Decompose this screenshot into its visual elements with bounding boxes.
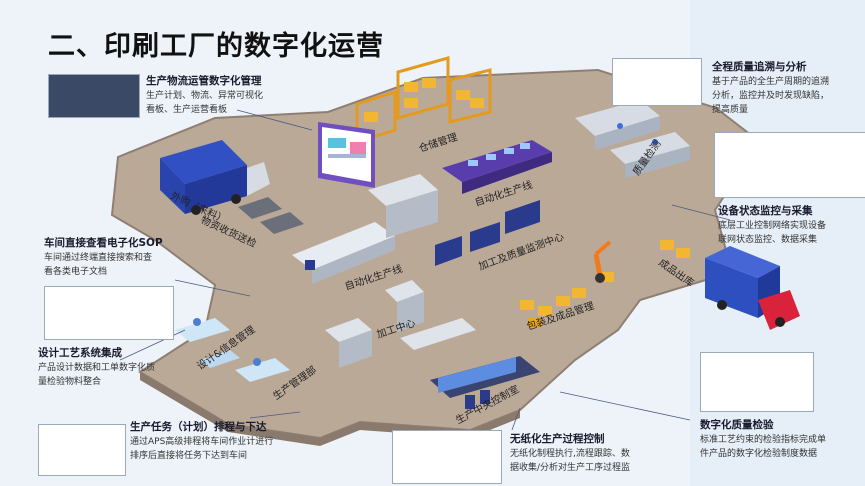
annotation-quality-trace-line-3: 提高质量 <box>712 105 749 115</box>
annotation-sop-line-1: 车间通过终端直接搜索和查 <box>44 253 153 263</box>
page-title: 二、印刷工厂的数字化运营 <box>48 31 384 62</box>
annotation-sop: 车间直接查看电子化SOP 车间通过终端直接搜索和查 看各类电子文档 <box>44 236 184 279</box>
thumbnail-sop-docs <box>44 286 174 340</box>
thumbnail-digital-qc <box>700 352 814 412</box>
annotation-digital-qc-line-2: 件产品的数字化检验制度数据 <box>700 449 818 459</box>
annotation-paperless-line-1: 无纸化制程执行,流程跟踪、数 <box>510 449 630 459</box>
annotation-quality-trace-title: 全程质量追溯与分析 <box>712 61 807 73</box>
annotation-logistics-line-2: 看板、生产运营看板 <box>146 105 228 115</box>
monitor-center <box>435 200 540 266</box>
thumbnail-quality-chart <box>612 58 702 106</box>
annotation-device-line-1: 底层工业控制网络实现设备 <box>718 221 827 231</box>
auto-line-upper <box>442 140 552 194</box>
machining-units <box>325 280 424 368</box>
annotation-task: 生产任务（计划）排程与下达 通过APS高级排程将车间作业计进行 排序后直接将任务… <box>130 420 305 463</box>
conveyor-mid <box>292 174 438 284</box>
annotation-task-line-2: 排序后直接将任务下达到车间 <box>130 451 248 461</box>
thumbnail-device-monitor <box>714 132 865 198</box>
dashboard-display <box>318 122 375 188</box>
quality-machines <box>575 100 690 178</box>
annotation-paperless: 无纸化生产过程控制 无纸化制程执行,流程跟踪、数 据收集/分析对生产工序过程监 <box>510 432 660 475</box>
control-room <box>400 318 540 409</box>
floor-edge-shadow <box>140 372 520 446</box>
annotation-design-line-2: 量检验物料整合 <box>38 377 102 387</box>
annotation-paperless-line-2: 据收集/分析对生产工序过程监 <box>510 463 631 473</box>
thumbnail-logistics-board <box>48 74 140 118</box>
annotation-digital-qc: 数字化质量检验 标准工艺约束的检验指标完成单 件产品的数字化检验制度数据 <box>700 418 860 461</box>
office-desks <box>175 318 290 382</box>
annotation-paperless-title: 无纸化生产过程控制 <box>510 433 605 445</box>
annotation-device: 设备状态监控与采集 底层工业控制网络实现设备 联网状态监控、数据采集 <box>718 204 863 247</box>
annotation-device-title: 设备状态监控与采集 <box>718 205 813 217</box>
annotation-quality-trace-line-1: 基于产品的全生产周期的追溯 <box>712 77 830 87</box>
packaging-boxes <box>520 240 690 328</box>
annotation-sop-line-2: 看各类电子文档 <box>44 267 108 277</box>
annotation-device-line-2: 联网状态监控、数据采集 <box>718 235 818 245</box>
annotation-digital-qc-line-1: 标准工艺约束的检验指标完成单 <box>700 435 827 445</box>
annotation-quality-trace: 全程质量追溯与分析 基于产品的全生产周期的追溯 分析，监控并及时发现缺陷， 提高… <box>712 60 862 117</box>
truck-outbound <box>705 246 800 330</box>
thumbnail-task-schedule <box>38 424 126 476</box>
thumbnail-paperless <box>392 430 502 484</box>
annotation-design-title: 设计工艺系统集成 <box>38 347 122 359</box>
annotation-task-title: 生产任务（计划）排程与下达 <box>130 421 267 433</box>
annotation-logistics-line-1: 生产计划、物流、异常可视化 <box>146 91 264 101</box>
robot-arm <box>593 240 612 283</box>
annotation-logistics: 生产物流运管数字化管理 生产计划、物流、异常可视化 看板、生产运营看板 <box>146 74 286 117</box>
annotation-task-line-1: 通过APS高级排程将车间作业计进行 <box>130 437 274 447</box>
annotation-logistics-title: 生产物流运管数字化管理 <box>146 75 262 87</box>
annotation-quality-trace-line-2: 分析，监控并及时发现缺陷， <box>712 91 830 101</box>
annotation-design: 设计工艺系统集成 产品设计数据和工单数字化质 量检验物料整合 <box>38 346 183 389</box>
annotation-digital-qc-title: 数字化质量检验 <box>700 419 774 431</box>
annotation-sop-title: 车间直接查看电子化SOP <box>44 237 163 249</box>
material-carts <box>238 197 304 234</box>
annotation-design-line-1: 产品设计数据和工单数字化质 <box>38 363 156 373</box>
truck-inbound <box>160 140 270 215</box>
